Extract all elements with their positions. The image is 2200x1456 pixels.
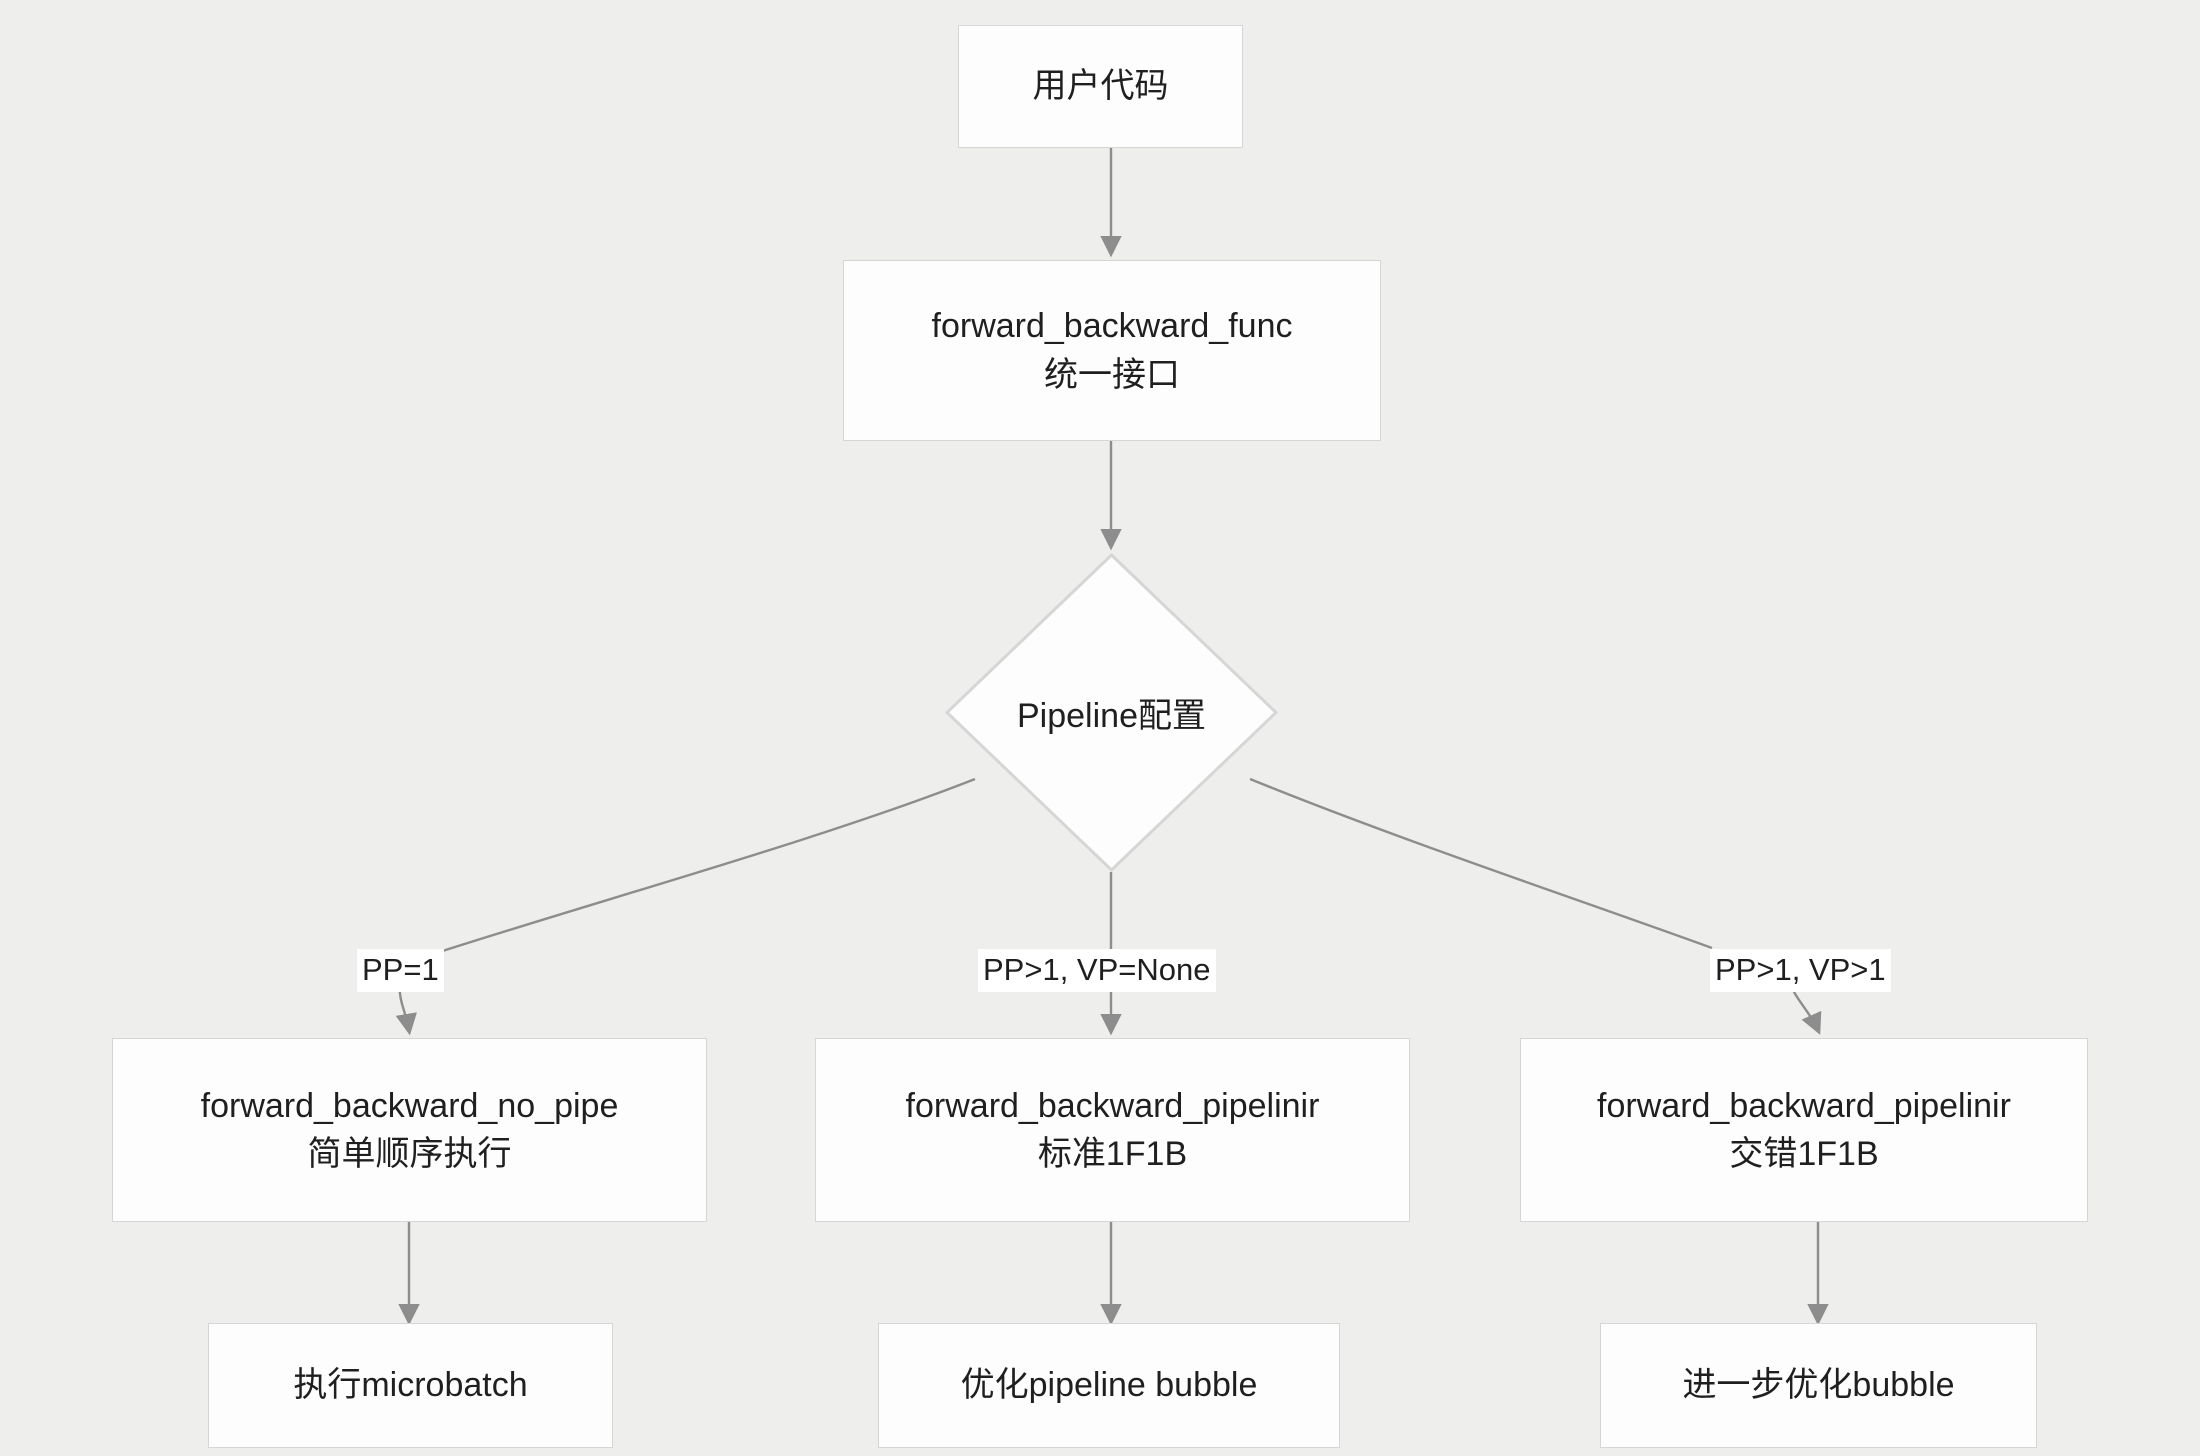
node-forward-backward-pipelining-std[interactable]: forward_backward_pipelinir 标准1F1B — [815, 1038, 1410, 1222]
node-further-opt-bubble-line-1: 进一步优化bubble — [1682, 1366, 1955, 1405]
node-forward-backward-no-pipelining-line-2: 简单顺序执行 — [307, 1135, 512, 1173]
node-pipeline-config[interactable]: Pipeline配置 — [945, 553, 1278, 872]
node-forward-backward-pipelining-interleaved-line-2: 交错1F1B — [1729, 1135, 1879, 1173]
edge-label-pp-gt1-vp-gt1-text: PP>1, VP>1 — [1715, 952, 1886, 987]
node-pipeline-config-label: Pipeline配置 — [1017, 697, 1206, 735]
node-forward-backward-no-pipelining-line-1: forward_backward_no_pipe — [200, 1086, 619, 1125]
node-forward-backward-no-pipelining[interactable]: forward_backward_no_pipe 简单顺序执行 — [112, 1038, 707, 1222]
edge-pipeline-config-to-pipelining-interleaved — [1249, 777, 1713, 950]
node-forward-backward-pipelining-interleaved-line-1: forward_backward_pipelinir — [1597, 1086, 2011, 1125]
edge-label-pp-eq-1-text: PP=1 — [362, 952, 439, 987]
diamond-shape — [945, 553, 1278, 872]
node-forward-backward-func-line-2: 统一接口 — [1044, 355, 1180, 394]
node-further-opt-bubble[interactable]: 进一步优化bubble — [1600, 1323, 2037, 1448]
node-forward-backward-pipelining-std-line-1: forward_backward_pipelinir — [905, 1086, 1320, 1125]
node-forward-backward-func-line-1: forward_backward_func — [931, 307, 1293, 346]
edge-label-pp-eq-1: PP=1 — [357, 949, 444, 992]
node-user-code[interactable]: 用户代码 — [958, 25, 1243, 148]
edge-pipeline-config-to-no-pipelining — [429, 777, 976, 957]
node-forward-backward-func[interactable]: forward_backward_func 统一接口 — [843, 260, 1381, 441]
node-opt-pipeline-bubble[interactable]: 优化pipeline bubble — [878, 1323, 1340, 1448]
node-forward-backward-pipelining-interleaved[interactable]: forward_backward_pipelinir 交错1F1B — [1520, 1038, 2088, 1222]
node-exec-microbatch-line-1: 执行microbatch — [293, 1366, 528, 1405]
node-forward-backward-pipelining-std-line-2: 标准1F1B — [1037, 1135, 1188, 1173]
edge-label-pp-gt1-vp-none-text: PP>1, VP=None — [983, 952, 1211, 987]
node-opt-pipeline-bubble-line-1: 优化pipeline bubble — [960, 1366, 1258, 1405]
node-user-code-line-1: 用户代码 — [1032, 67, 1169, 106]
node-exec-microbatch[interactable]: 执行microbatch — [208, 1323, 613, 1448]
edge-label-pp-gt1-vp-none: PP>1, VP=None — [978, 949, 1216, 992]
edge-label-pp-gt1-vp-gt1: PP>1, VP>1 — [1710, 949, 1891, 992]
